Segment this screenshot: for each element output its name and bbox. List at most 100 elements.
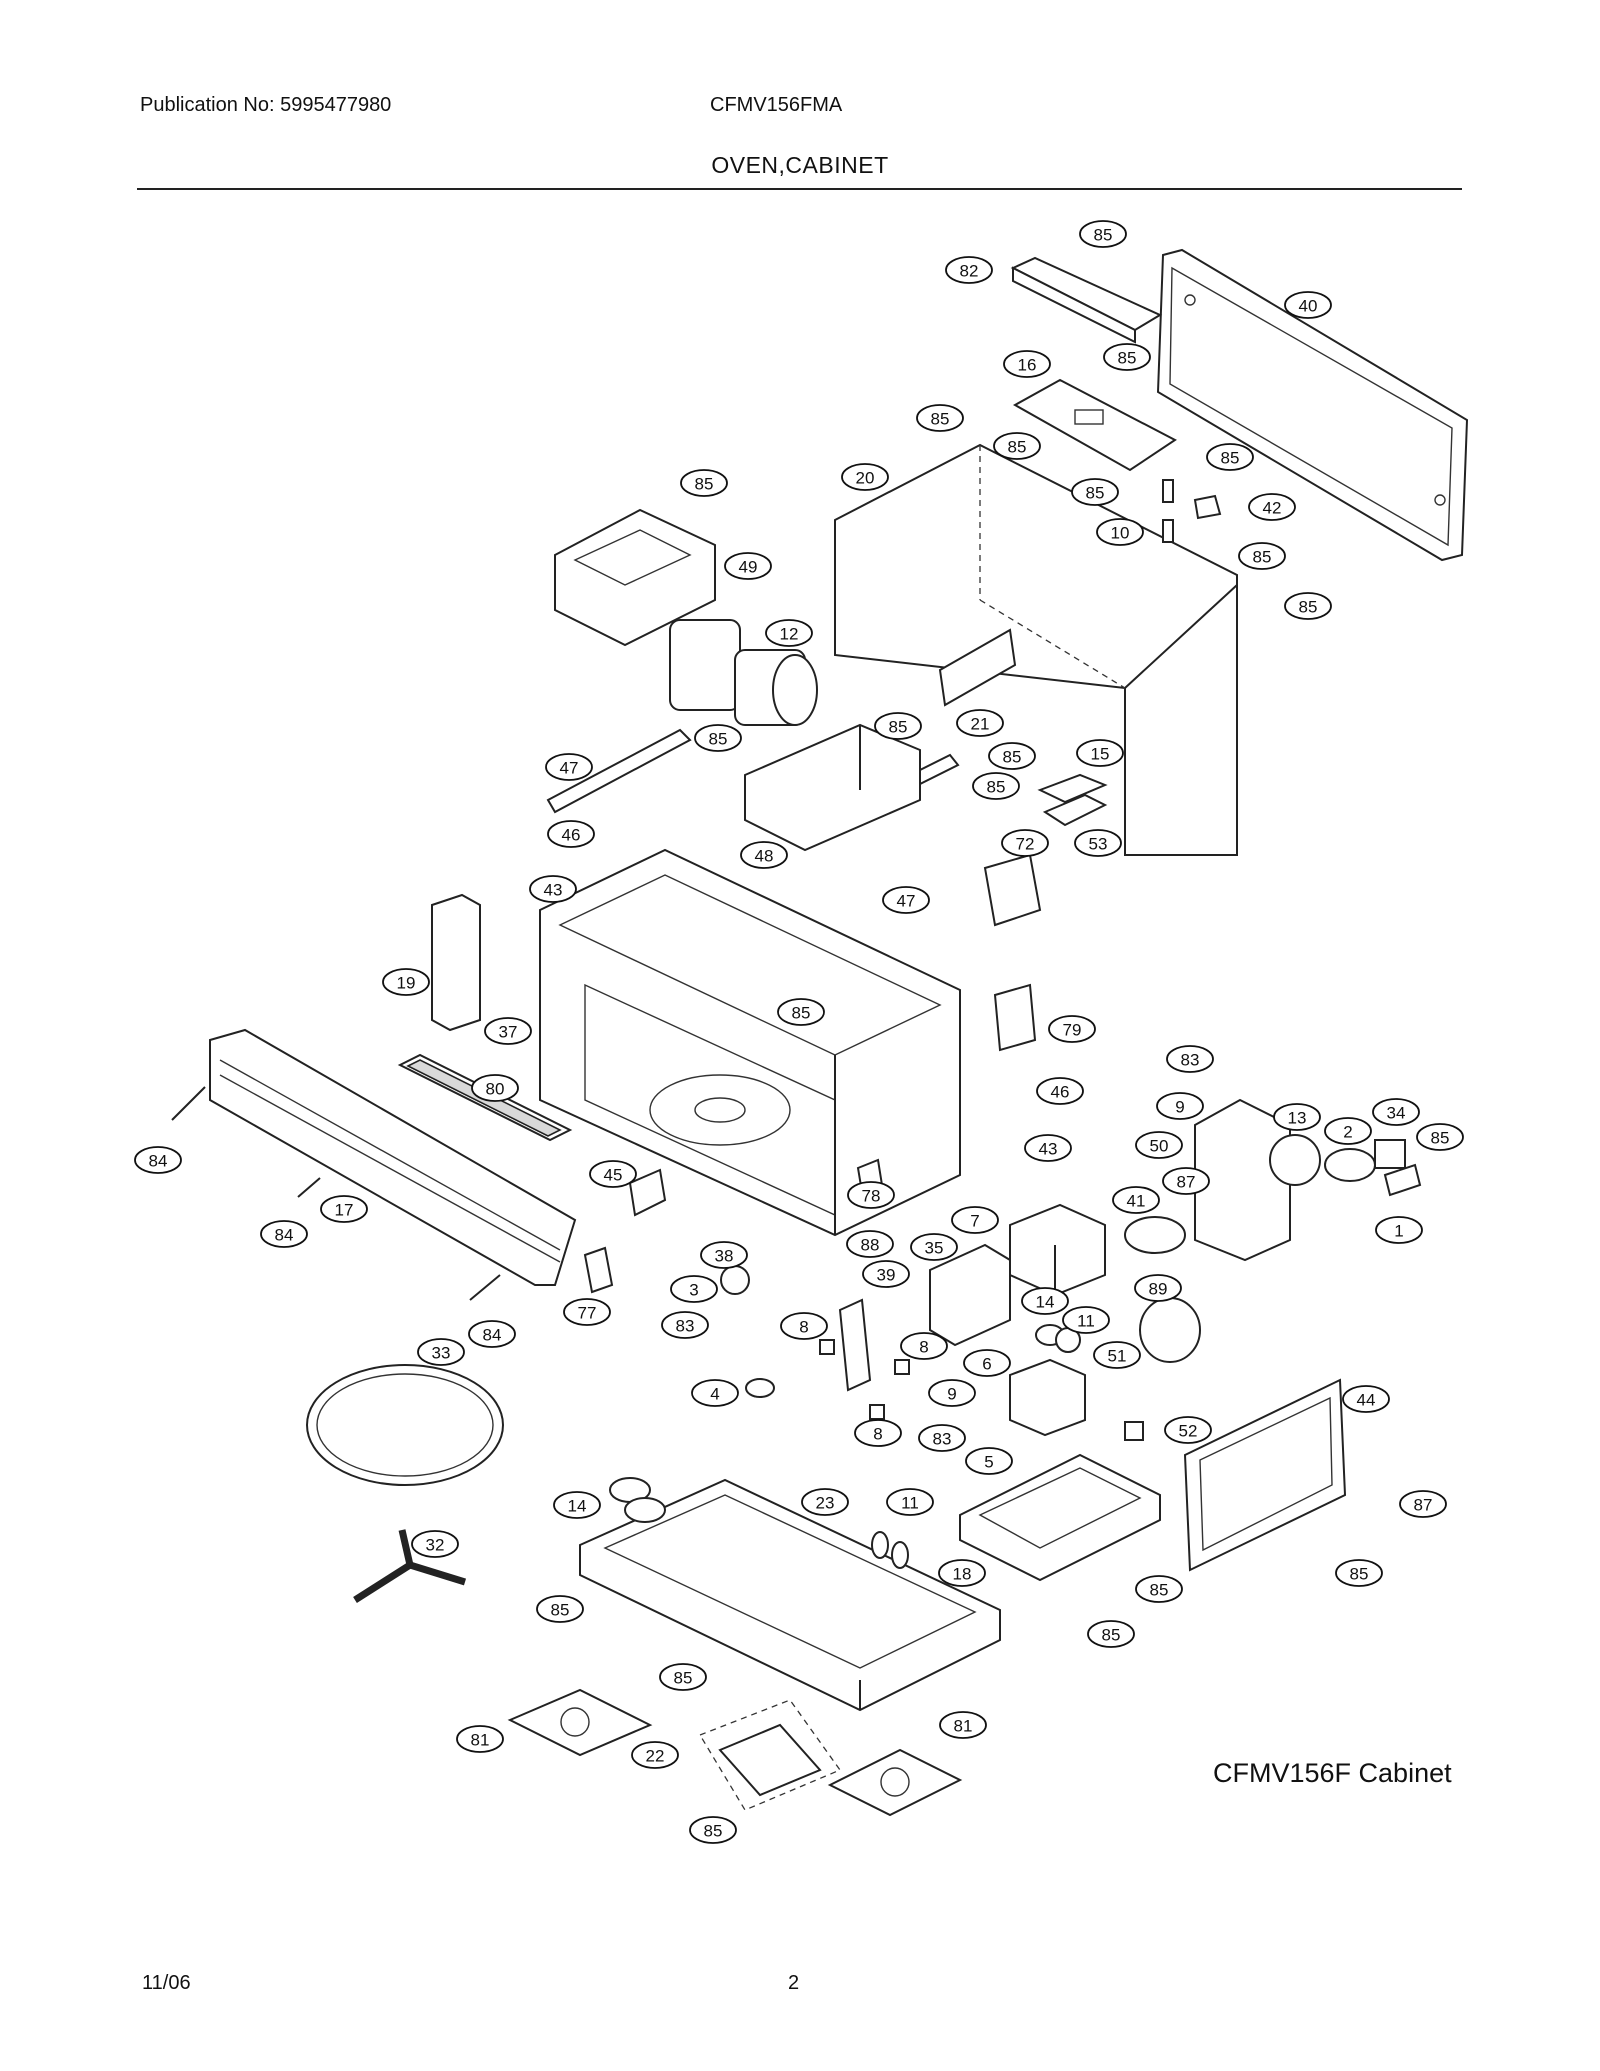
- callout-label: 2: [1343, 1123, 1352, 1142]
- callout-85: 85: [1238, 542, 1286, 570]
- callout-label: 42: [1263, 499, 1282, 518]
- callout-label: 8: [799, 1318, 808, 1337]
- callout-85: 85: [993, 432, 1041, 460]
- publication-date: 11/06: [142, 1972, 191, 1994]
- callout-label: 85: [792, 1004, 811, 1023]
- callout-label: 8: [919, 1338, 928, 1357]
- callout-label: 53: [1089, 835, 1108, 854]
- callout-label: 52: [1179, 1422, 1198, 1441]
- callout-85: 85: [777, 998, 825, 1026]
- choke-coil: [929, 1243, 1011, 1347]
- callout-label: 50: [1150, 1137, 1169, 1156]
- callout-50: 50: [1135, 1131, 1183, 1159]
- callout-45: 45: [589, 1160, 637, 1188]
- callout-8: 8: [780, 1312, 828, 1340]
- callout-41: 41: [1112, 1186, 1160, 1214]
- sensor-3: [720, 1265, 750, 1295]
- callout-82: 82: [945, 256, 993, 284]
- callout-88: 88: [846, 1230, 894, 1258]
- screw-84-b: [297, 1177, 321, 1198]
- callout-19: 19: [382, 968, 430, 996]
- callout-85: 85: [874, 712, 922, 740]
- callout-label: 38: [715, 1247, 734, 1266]
- callout-label: 7: [970, 1212, 979, 1231]
- callout-label: 41: [1127, 1192, 1146, 1211]
- callout-85: 85: [659, 1663, 707, 1691]
- callout-79: 79: [1048, 1015, 1096, 1043]
- callout-label: 22: [646, 1747, 665, 1766]
- callout-label: 1: [1394, 1222, 1403, 1241]
- callout-label: 85: [709, 730, 728, 749]
- callout-85: 85: [1335, 1559, 1383, 1587]
- callout-label: 85: [1299, 598, 1318, 617]
- callout-7: 7: [951, 1206, 999, 1234]
- part-42: [1193, 494, 1222, 520]
- screw-84-c: [469, 1274, 501, 1301]
- callout-32: 32: [411, 1530, 459, 1558]
- callout-81: 81: [456, 1725, 504, 1753]
- callout-1: 1: [1375, 1216, 1423, 1244]
- title-rule: [137, 188, 1462, 190]
- callout-53: 53: [1074, 829, 1122, 857]
- light-cover: [699, 1699, 842, 1811]
- callout-label: 84: [483, 1326, 502, 1345]
- callout-44: 44: [1342, 1385, 1390, 1413]
- callout-label: 85: [704, 1822, 723, 1841]
- diagram-caption: CFMV156F Cabinet: [1213, 1758, 1452, 1788]
- side-panel: [1183, 1378, 1347, 1572]
- callout-81: 81: [939, 1711, 987, 1739]
- sheet-72: [983, 853, 1042, 927]
- callout-33: 33: [417, 1338, 465, 1366]
- callout-label: 8: [873, 1425, 882, 1444]
- callout-label: 11: [1077, 1312, 1095, 1331]
- callout-11: 11: [886, 1488, 934, 1516]
- callout-42: 42: [1248, 493, 1296, 521]
- callout-23: 23: [801, 1488, 849, 1516]
- callout-label: 40: [1299, 297, 1318, 316]
- callout-43: 43: [1024, 1134, 1072, 1162]
- grease-filter-left: [507, 1688, 653, 1757]
- callout-label: 39: [877, 1266, 896, 1285]
- callout-84: 84: [134, 1146, 182, 1174]
- callout-label: 5: [984, 1453, 993, 1472]
- callout-48: 48: [740, 841, 788, 869]
- part-10-b: [1162, 519, 1174, 543]
- part-45: [628, 1168, 667, 1217]
- callout-label: 85: [1094, 226, 1113, 245]
- callout-label: 13: [1288, 1109, 1307, 1128]
- callout-84: 84: [260, 1220, 308, 1248]
- callout-label: 83: [676, 1317, 695, 1336]
- callout-85: 85: [1284, 592, 1332, 620]
- callout-87: 87: [1162, 1167, 1210, 1195]
- publication-number: Publication No: 5995477980: [140, 94, 392, 116]
- callout-label: 44: [1357, 1391, 1376, 1410]
- callout-label: 35: [925, 1239, 944, 1258]
- callout-49: 49: [724, 552, 772, 580]
- front-control-bar: [209, 1028, 577, 1286]
- callout-label: 82: [960, 262, 979, 281]
- base-plate: [959, 1453, 1161, 1582]
- callout-2: 2: [1324, 1117, 1372, 1145]
- callout-8: 8: [854, 1419, 902, 1447]
- callout-87: 87: [1399, 1490, 1447, 1518]
- page-title: OVEN,CABINET: [711, 152, 889, 178]
- callout-46: 46: [547, 820, 595, 848]
- outer-case: [834, 443, 1238, 856]
- callout-85: 85: [536, 1595, 584, 1623]
- callout-85: 85: [916, 404, 964, 432]
- callout-47: 47: [545, 753, 593, 781]
- part-10-a: [1162, 479, 1174, 503]
- oven-cavity: [539, 848, 961, 1237]
- callout-label: 85: [1086, 484, 1105, 503]
- high-voltage-transformer: [1009, 1203, 1106, 1297]
- callout-label: 85: [889, 718, 908, 737]
- callout-label: 21: [971, 715, 990, 734]
- callout-85: 85: [1416, 1123, 1464, 1151]
- callout-85: 85: [1079, 220, 1127, 248]
- callout-85: 85: [1206, 443, 1254, 471]
- fan-ring: [1139, 1297, 1201, 1363]
- blower-motor: [669, 619, 818, 726]
- callout-85: 85: [680, 469, 728, 497]
- callout-label: 43: [544, 881, 563, 900]
